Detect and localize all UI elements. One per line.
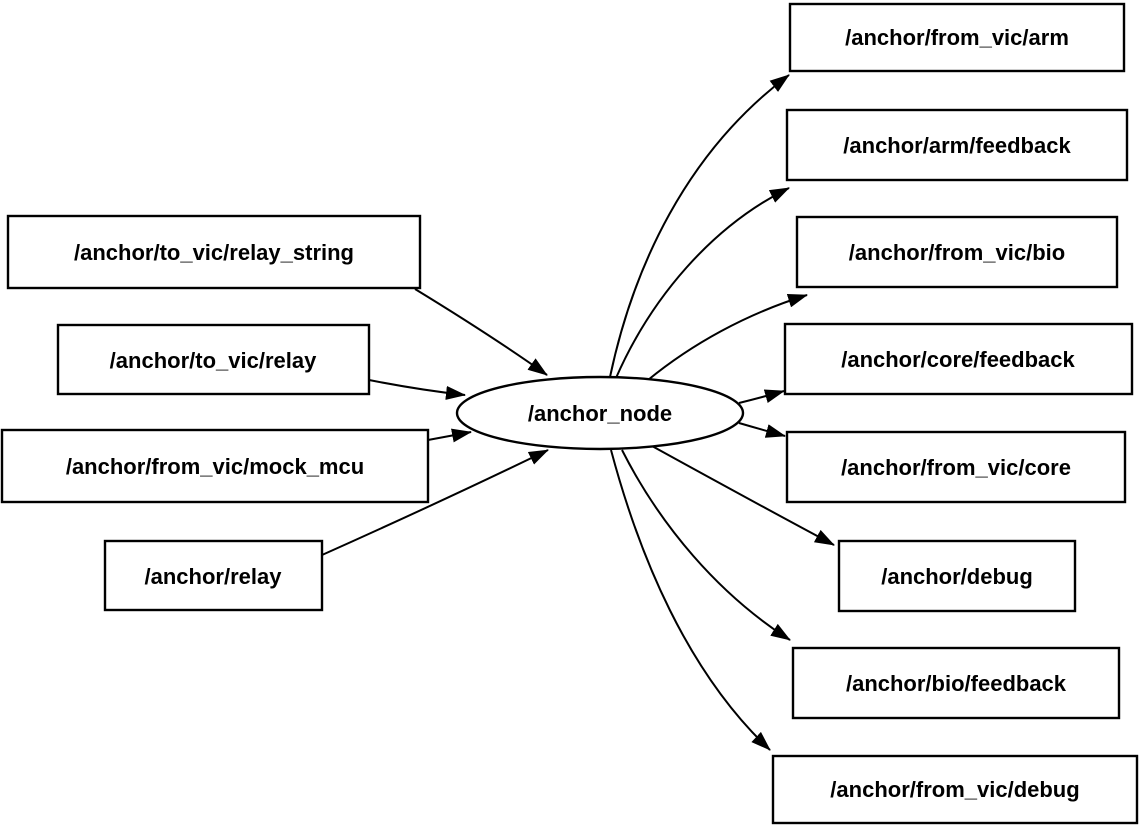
topic-box	[103, 539, 324, 612]
topic-label: /anchor/debug	[881, 564, 1033, 589]
topic-label: /anchor/from_vic/debug	[830, 777, 1079, 802]
topic-label: /anchor/from_vic/mock_mcu	[66, 454, 364, 479]
topic-node-bio-feedback: /anchor/bio/feedback	[791, 646, 1121, 720]
edge-relay-to-anchor-node	[321, 449, 549, 556]
topic-node-from-vic-arm: /anchor/from_vic/arm	[788, 2, 1126, 73]
edge-to-vic-relay-to-anchor-node	[368, 379, 466, 400]
topic-node-from-vic-mock-mcu: /anchor/from_vic/mock_mcu	[0, 428, 430, 504]
topic-label: /anchor/bio/feedback	[846, 671, 1067, 696]
topic-box	[6, 214, 422, 290]
edge-anchor-node-to-debug	[651, 445, 835, 546]
topic-node-core-feedback: /anchor/core/feedback	[783, 322, 1134, 396]
edge-anchor-node-to-arm-feedback	[615, 187, 790, 379]
edge-anchor-node-to-from-vic-debug	[610, 449, 771, 751]
edge-from-vic-mock-mcu-to-anchor-node	[427, 428, 472, 443]
topic-node-from-vic-debug: /anchor/from_vic/debug	[771, 754, 1139, 825]
topic-label: /anchor/from_vic/bio	[849, 240, 1065, 265]
anchor-node-ellipse	[455, 375, 745, 451]
edge-to-vic-relay-string-to-anchor-node	[414, 288, 548, 376]
topic-label: /anchor/from_vic/core	[841, 455, 1071, 480]
edge-anchor-node-to-core-feedback	[738, 389, 785, 404]
edge-anchor-node-to-from-vic-bio	[647, 293, 808, 381]
anchor-node-label: /anchor_node	[528, 401, 672, 426]
topic-box	[785, 430, 1127, 504]
topic-box	[788, 2, 1126, 73]
topic-label: /anchor/from_vic/arm	[845, 25, 1069, 50]
edge-anchor-node-to-from-vic-core	[738, 422, 786, 438]
topic-box	[56, 323, 371, 396]
topic-node-to-vic-relay-string: /anchor/to_vic/relay_string	[6, 214, 422, 290]
topic-node-to-vic-relay: /anchor/to_vic/relay	[56, 323, 371, 396]
topic-node-arm-feedback: /anchor/arm/feedback	[785, 108, 1129, 182]
edge-group	[321, 74, 835, 751]
anchor-node: /anchor_node	[455, 375, 745, 451]
topic-box	[785, 108, 1129, 182]
edge-anchor-node-to-bio-feedback	[621, 449, 791, 641]
topic-box	[783, 322, 1134, 396]
topic-node-relay: /anchor/relay	[103, 539, 324, 612]
topic-box	[771, 754, 1139, 825]
topic-node-from-vic-bio: /anchor/from_vic/bio	[795, 215, 1119, 289]
topic-label: /anchor/to_vic/relay	[110, 348, 317, 373]
topic-box	[795, 215, 1119, 289]
topic-box	[791, 646, 1121, 720]
topic-node-from-vic-core: /anchor/from_vic/core	[785, 430, 1127, 504]
topic-label: /anchor/to_vic/relay_string	[74, 240, 354, 265]
topic-label: /anchor/arm/feedback	[843, 133, 1071, 158]
edge-anchor-node-to-from-vic-arm	[609, 74, 790, 378]
topic-label: /anchor/relay	[145, 564, 283, 589]
topic-box	[837, 539, 1077, 613]
topic-node-debug: /anchor/debug	[837, 539, 1077, 613]
topic-label: /anchor/core/feedback	[841, 347, 1075, 372]
topic-box	[0, 428, 430, 504]
